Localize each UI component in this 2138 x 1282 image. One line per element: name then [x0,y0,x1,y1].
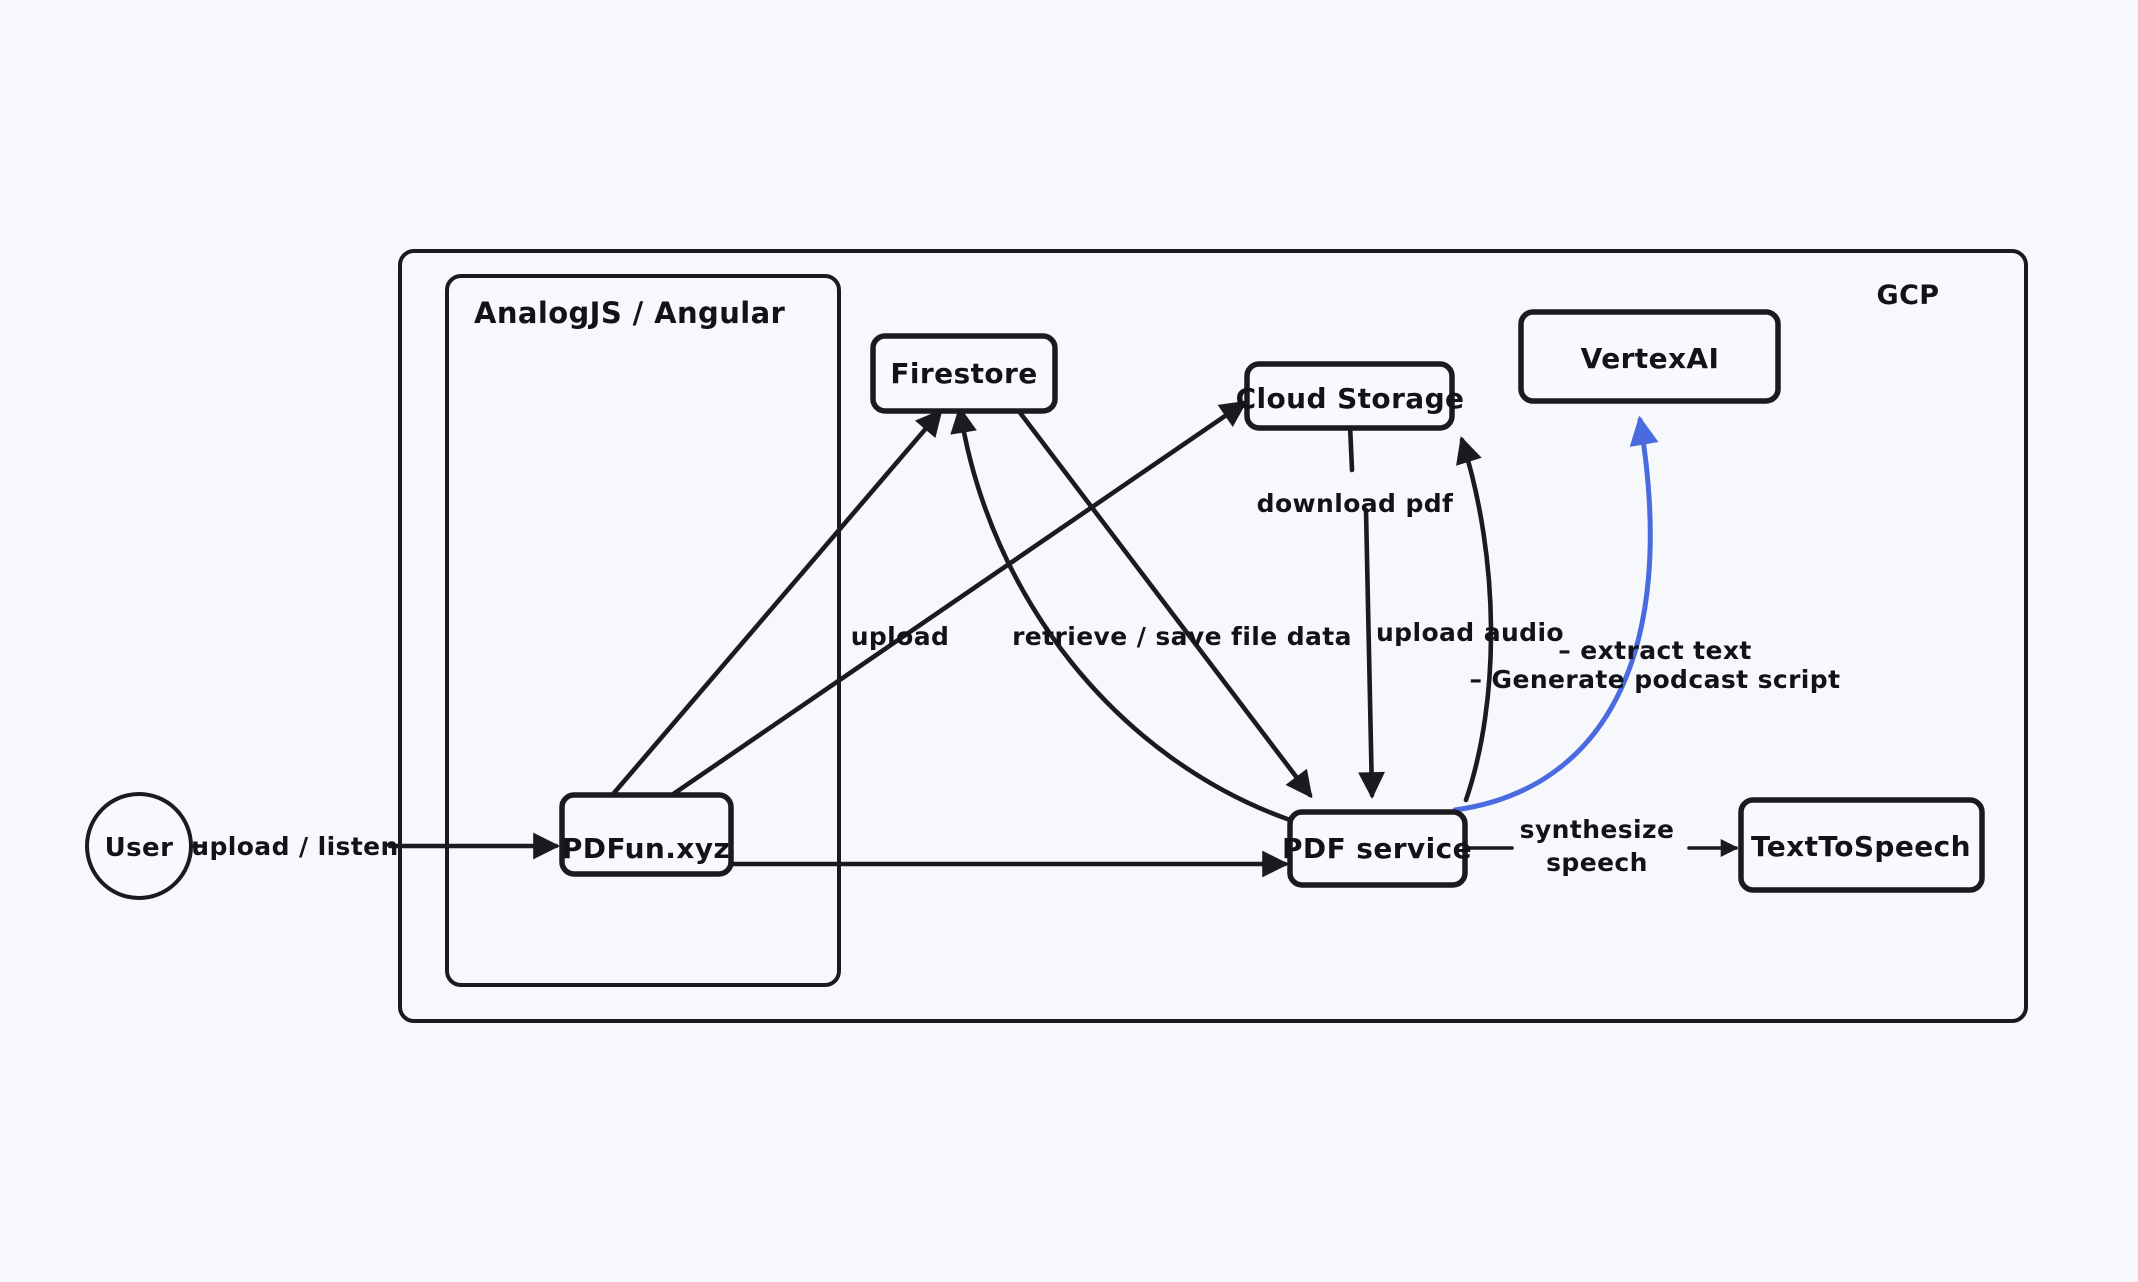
node-pdfun[interactable]: PDFun.xyz [559,792,734,877]
gcp-boundary: GCP [398,249,2028,1023]
node-pdf-service-label: PDF service [1282,832,1472,865]
node-pdfun-label: PDFun.xyz [562,832,730,865]
edge-label-download-pdf: download pdf [1257,489,1454,518]
edge-label-extract-text: – extract text [1558,636,1752,665]
node-firestore[interactable]: Firestore [870,333,1058,414]
edge-pdfun-to-firestore [605,408,943,803]
node-vertex-ai-label: VertexAI [1581,342,1720,375]
node-user[interactable]: User [85,792,193,900]
edge-firestore-pdfservice-retrieve: retrieve / save file data [950,406,1352,823]
analogjs-angular-label: AnalogJS / Angular [474,296,786,330]
edge-pdfun-to-cloud-storage: upload [647,400,1248,813]
edge-pdfservice-to-texttospeech: synthesize speech [1463,815,1739,877]
node-text-to-speech-label: TextToSpeech [1751,830,1971,863]
node-vertex-ai[interactable]: VertexAI [1518,309,1781,404]
node-text-to-speech[interactable]: TextToSpeech [1738,797,1985,893]
node-cloud-storage[interactable]: Cloud Storage [1236,361,1465,431]
edge-cloudstorage-to-pdfservice: download pdf [1257,422,1454,800]
edge-label-generate-podcast-script: – Generate podcast script [1470,665,1841,694]
edge-label-user-to-pdfun: upload / listen [191,832,398,861]
node-pdf-service[interactable]: PDF service [1282,809,1472,888]
node-firestore-label: Firestore [890,357,1037,390]
edge-label-upload-audio: upload audio [1376,618,1564,647]
edge-label-retrieve-save-file-data: retrieve / save file data [1012,622,1352,651]
node-user-label: User [105,833,174,863]
edge-user-to-pdfun: upload / listen [188,832,561,861]
edge-label-speech: speech [1546,848,1648,877]
node-cloud-storage-label: Cloud Storage [1236,382,1465,415]
edge-label-synthesize: synthesize [1520,815,1675,844]
gcp-boundary-label: GCP [1877,280,1940,311]
edge-label-upload: upload [851,622,950,651]
analogjs-angular-boundary: AnalogJS / Angular [445,274,841,987]
edge-pdfservice-to-vertexai: – extract text – Generate podcast script [1452,415,1841,813]
edge-pdfservice-to-cloudstorage: upload audio [1376,436,1564,803]
